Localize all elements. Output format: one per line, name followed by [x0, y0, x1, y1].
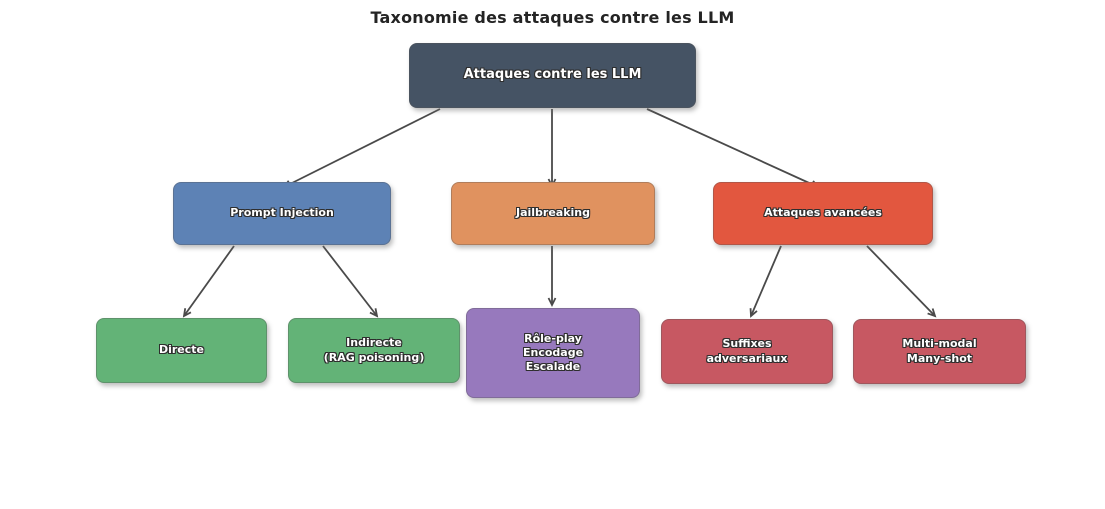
node-attaques-contre-les-llm: Attaques contre les LLM: [409, 43, 696, 108]
arrow-prompt-injection-to-indirecte: [322, 245, 379, 318]
diagram-title: Taxonomie des attaques contre les LLM: [370, 8, 735, 27]
node-prompt-injection: Prompt Injection: [173, 182, 391, 245]
node-label: Multi-modal Many-shot: [902, 337, 977, 365]
node-label: Rôle-play Encodage Escalade: [522, 331, 584, 374]
node-label: Directe: [158, 343, 205, 357]
arrow-root-to-prompt-injection: [282, 108, 441, 188]
arrow-prompt-injection-to-directe: [182, 245, 235, 318]
node-suffixes-adversariaux: Suffixes adversariaux: [661, 319, 833, 384]
node-label: Attaques avancées: [764, 206, 882, 220]
node-jailbreaking: Jailbreaking: [451, 182, 655, 245]
node-indirecte: Indirecte (RAG poisoning): [288, 318, 460, 383]
arrow-attaques-avancees-to-suffixes: [749, 245, 782, 318]
arrow-attaques-avancees-to-multimodal: [866, 245, 937, 318]
node-label: Prompt Injection: [230, 206, 334, 220]
arrow-root-to-attaques-avancees: [646, 108, 820, 189]
node-label: Indirecte (RAG poisoning): [323, 336, 425, 364]
node-multimodal-manyshot: Multi-modal Many-shot: [853, 319, 1026, 384]
node-label: Suffixes adversariaux: [706, 337, 788, 365]
node-label: Jailbreaking: [515, 206, 591, 220]
node-label: Attaques contre les LLM: [463, 67, 642, 83]
node-roleplay-encodage-escalade: Rôle-play Encodage Escalade: [466, 308, 640, 398]
node-directe: Directe: [96, 318, 267, 383]
node-attaques-avancees: Attaques avancées: [713, 182, 933, 245]
